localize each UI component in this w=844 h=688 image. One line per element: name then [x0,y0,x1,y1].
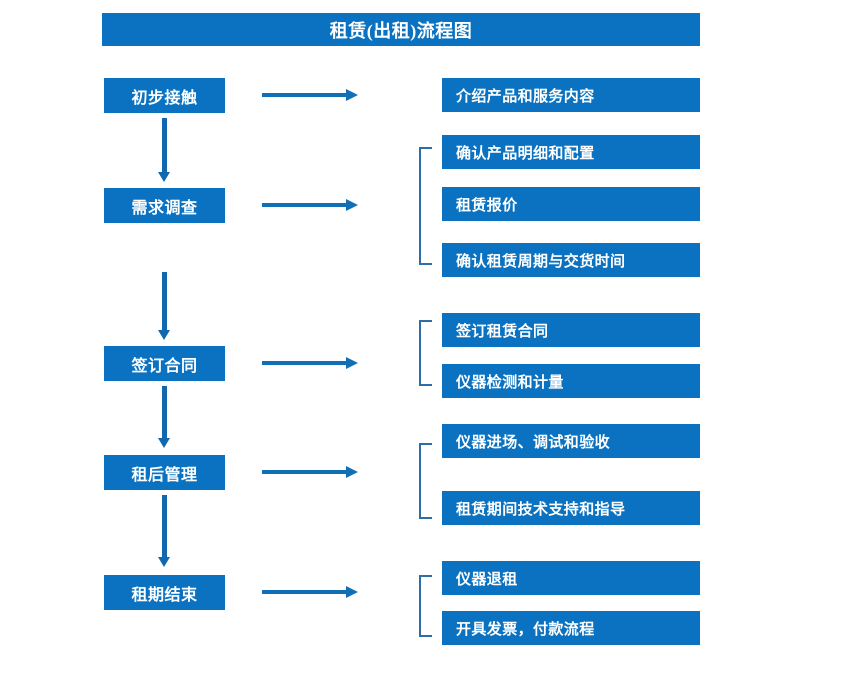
stage-box-sign-contract[interactable]: 签订合同 [104,346,225,381]
stage-box-initial-contact[interactable]: 初步接触 [104,78,225,113]
arrow-right-stage-2 [262,199,358,211]
arrow-shaft [262,361,346,365]
detail-box-introduce-products[interactable]: 介绍产品和服务内容 [442,78,700,112]
arrow-head [346,89,358,101]
detail-box-instrument-onsite-commissioning[interactable]: 仪器进场、调试和验收 [442,424,700,458]
arrow-head [158,330,170,340]
detail-box-technical-support[interactable]: 租赁期间技术支持和指导 [442,491,700,525]
detail-box-invoice-payment[interactable]: 开具发票，付款流程 [442,611,700,645]
detail-box-instrument-return[interactable]: 仪器退租 [442,561,700,595]
arrow-head [346,586,358,598]
arrow-right-stage-4 [262,466,358,478]
bracket-group-sign-contract [419,320,432,386]
arrow-down-stage-4-to-5 [158,495,170,567]
arrow-head [158,172,170,182]
arrow-head [158,557,170,567]
stage-box-needs-survey[interactable]: 需求调查 [104,188,225,223]
arrow-right-stage-1 [262,89,358,101]
stage-box-rental-end[interactable]: 租期结束 [104,575,225,610]
arrow-down-stage-3-to-4 [158,386,170,448]
bracket-group-rental-end [419,575,432,637]
detail-box-sign-rental-contract[interactable]: 签订租赁合同 [442,313,700,347]
arrow-shaft [162,495,167,557]
detail-box-confirm-period-delivery[interactable]: 确认租赁周期与交货时间 [442,243,700,277]
detail-box-rental-quote[interactable]: 租赁报价 [442,187,700,221]
arrow-shaft [262,590,346,594]
arrow-shaft [262,470,346,474]
detail-box-confirm-product-spec[interactable]: 确认产品明细和配置 [442,135,700,169]
arrow-shaft [162,386,167,438]
arrow-down-stage-2-to-3 [158,272,170,340]
arrow-head [158,438,170,448]
chart-title: 租赁(出租)流程图 [102,13,700,46]
arrow-shaft [262,93,346,97]
arrow-right-stage-5 [262,586,358,598]
arrow-right-stage-3 [262,357,358,369]
arrow-shaft [262,203,346,207]
arrow-shaft [162,118,167,172]
arrow-head [346,357,358,369]
arrow-down-stage-1-to-2 [158,118,170,182]
arrow-head [346,466,358,478]
bracket-group-needs-survey [419,147,432,265]
arrow-head [346,199,358,211]
detail-box-instrument-inspection[interactable]: 仪器检测和计量 [442,364,700,398]
bracket-group-post-rental [419,443,432,519]
stage-box-post-rental-management[interactable]: 租后管理 [104,455,225,490]
arrow-shaft [162,272,167,330]
